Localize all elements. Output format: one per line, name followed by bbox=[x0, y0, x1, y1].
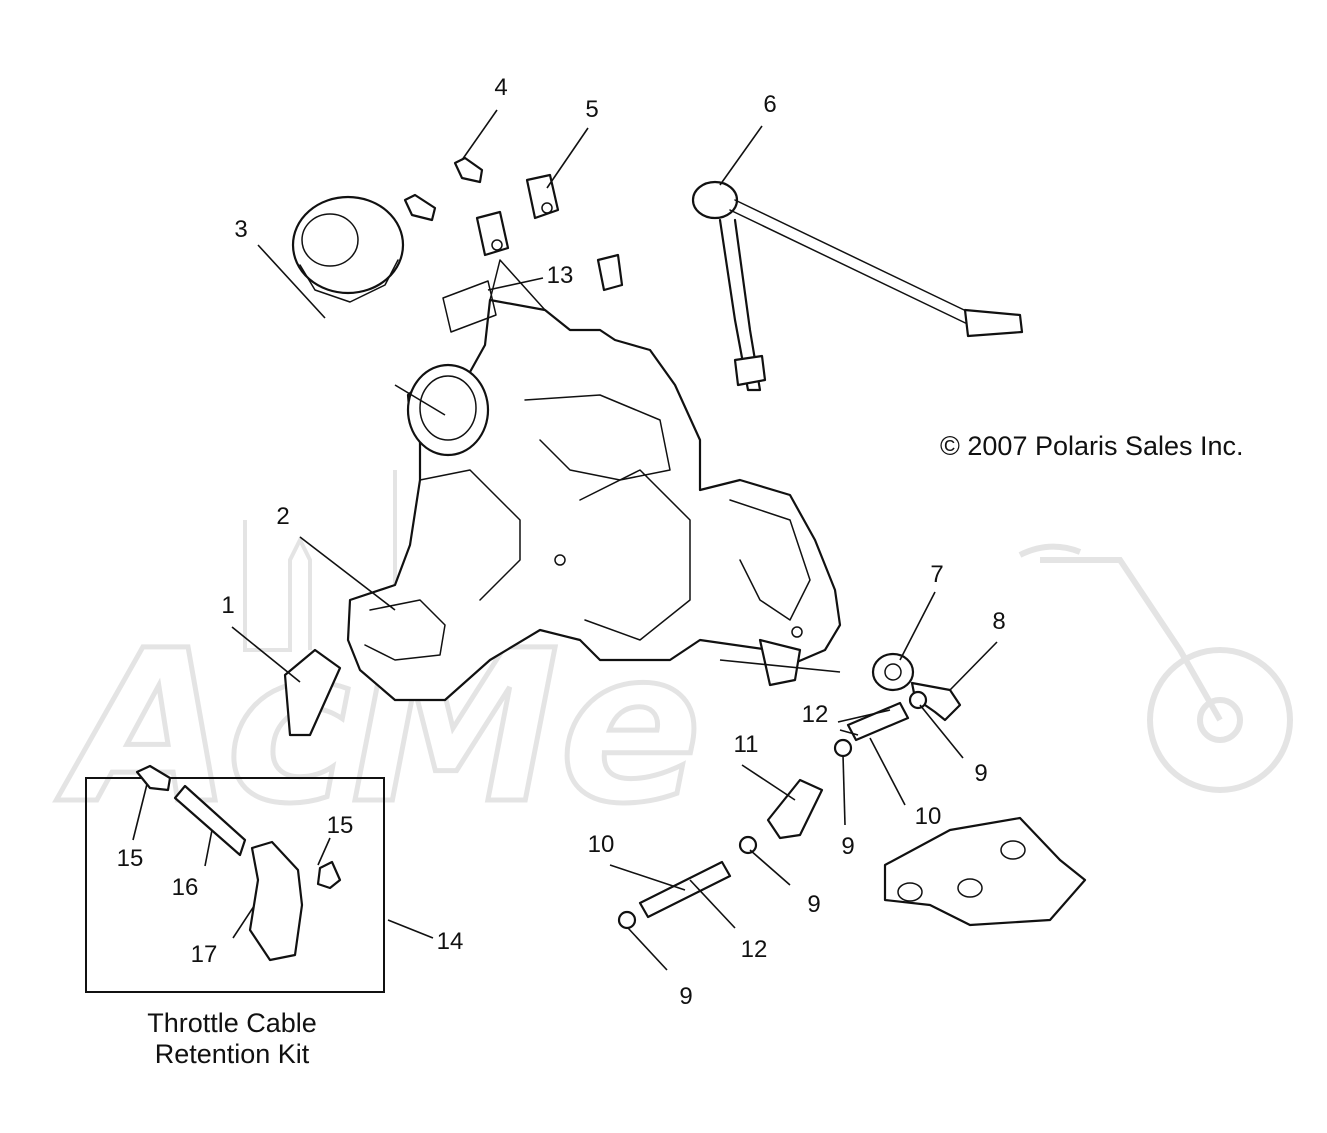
callout-11: 11 bbox=[734, 731, 759, 758]
callout-10-b: 10 bbox=[588, 831, 615, 858]
fuel-level-sender bbox=[691, 180, 1024, 392]
copyright-text: © 2007 Polaris Sales Inc. bbox=[940, 431, 1244, 461]
fuel-cap bbox=[291, 195, 405, 303]
callout-labels: 1 2 3 4 5 6 7 8 9 9 9 9 10 10 11 12 12 1… bbox=[117, 74, 1006, 1010]
callout-15-a: 15 bbox=[117, 845, 144, 872]
kit-sleeve bbox=[173, 784, 247, 857]
kit-caption-line2: Retention Kit bbox=[155, 1039, 310, 1069]
kit-clamp bbox=[248, 840, 304, 962]
callout-9-c: 9 bbox=[807, 891, 820, 918]
fuel-tank bbox=[346, 253, 842, 702]
hose-clamp bbox=[833, 738, 853, 758]
mounting-bracket bbox=[883, 816, 1087, 927]
leader-lines bbox=[132, 109, 998, 971]
callout-9-b: 9 bbox=[841, 833, 854, 860]
callout-13: 13 bbox=[547, 262, 574, 289]
fuel-hose-upper bbox=[846, 701, 910, 742]
callout-6: 6 bbox=[763, 91, 776, 118]
label-decal bbox=[442, 280, 497, 333]
callout-7: 7 bbox=[930, 561, 943, 588]
callout-9-d: 9 bbox=[679, 983, 692, 1010]
callout-12-a: 12 bbox=[802, 701, 829, 728]
hose-clamp bbox=[617, 910, 637, 930]
callout-1: 1 bbox=[221, 592, 234, 619]
callout-17: 17 bbox=[191, 941, 218, 968]
kit-caption-line1: Throttle Cable bbox=[147, 1008, 317, 1038]
callout-12-b: 12 bbox=[741, 936, 768, 963]
bolts bbox=[403, 156, 484, 222]
callout-3: 3 bbox=[234, 216, 247, 243]
hose-clamp bbox=[908, 690, 928, 710]
grommet bbox=[871, 652, 915, 692]
kit-rivet bbox=[316, 860, 342, 890]
hose-clamp bbox=[738, 835, 758, 855]
callout-15-b: 15 bbox=[327, 812, 354, 839]
callout-9-a: 9 bbox=[974, 760, 987, 787]
callout-16: 16 bbox=[172, 874, 199, 901]
callout-8: 8 bbox=[992, 608, 1005, 635]
speed-nuts bbox=[475, 173, 560, 257]
callout-14: 14 bbox=[437, 928, 464, 955]
watermark-motorcycle-icon bbox=[1018, 543, 1293, 793]
callout-10-a: 10 bbox=[915, 803, 942, 830]
fuel-filter bbox=[766, 778, 824, 840]
callout-5: 5 bbox=[585, 96, 598, 123]
retention-kit-box: Throttle Cable Retention Kit bbox=[85, 764, 385, 1069]
callout-4: 4 bbox=[494, 74, 507, 101]
callout-2: 2 bbox=[276, 503, 289, 530]
kit-pin bbox=[135, 764, 172, 792]
tank-bracket-clip bbox=[283, 648, 342, 737]
